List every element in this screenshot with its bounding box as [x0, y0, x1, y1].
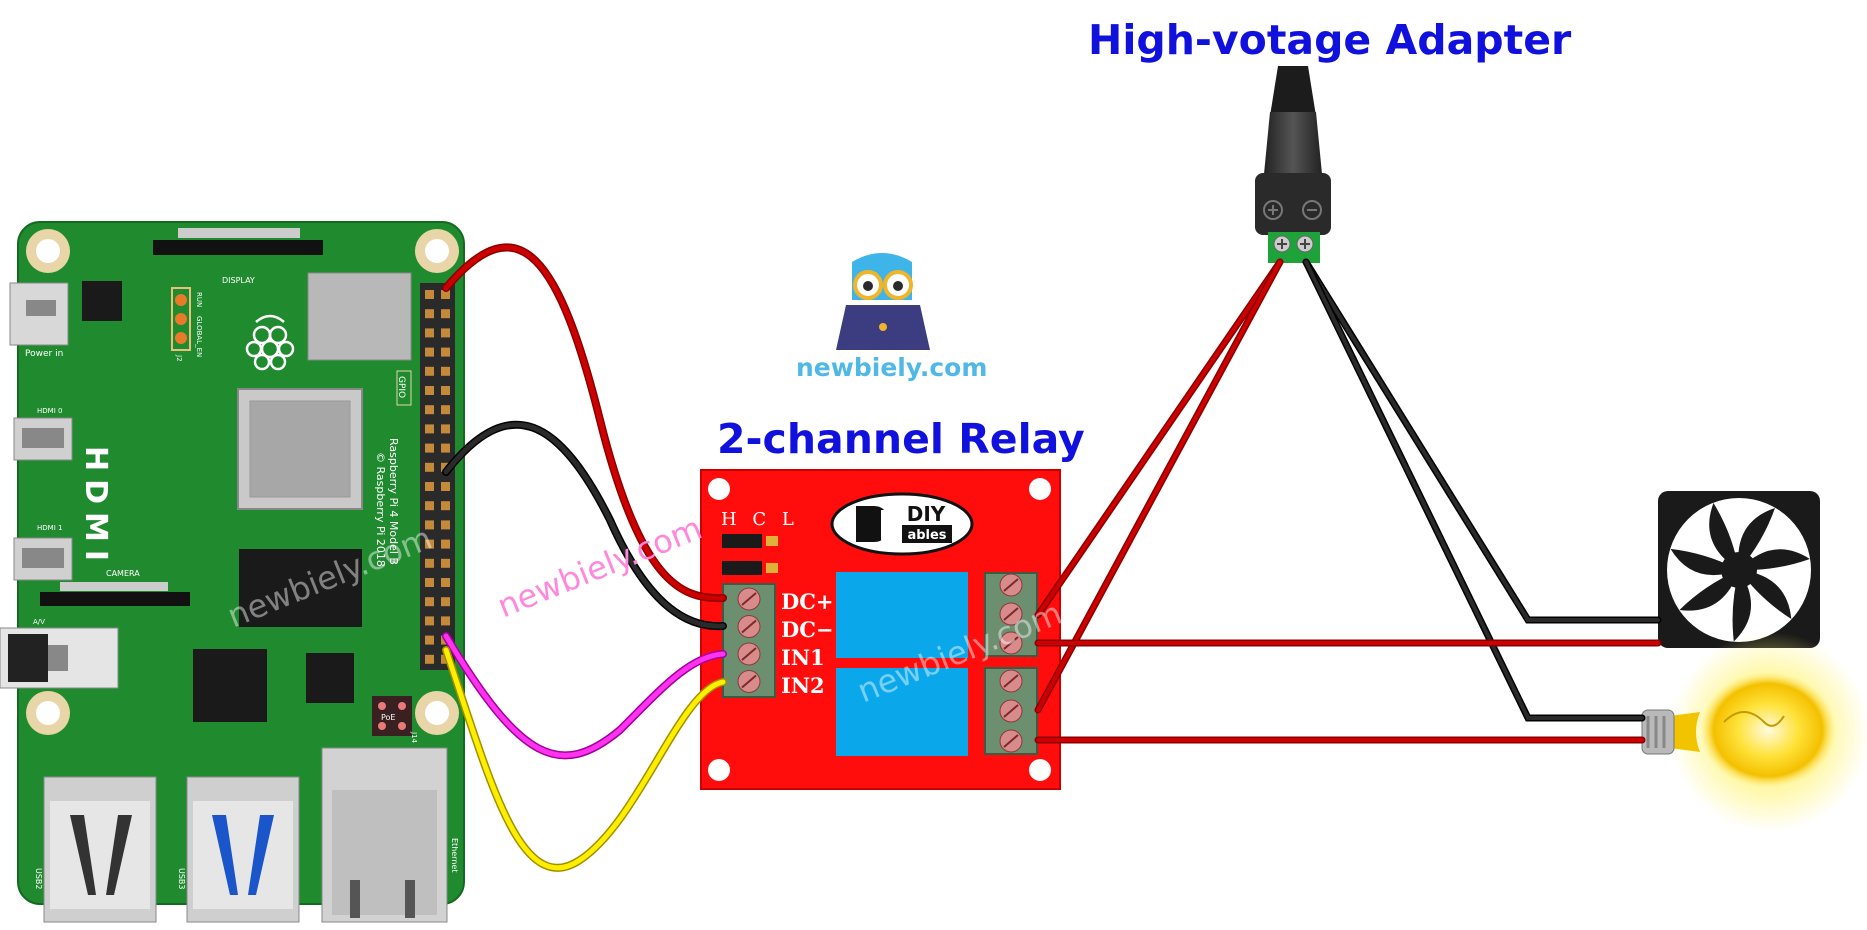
relay-cube-1: [836, 572, 968, 658]
gpio-pin: [441, 578, 450, 587]
gpio-pin: [441, 290, 450, 299]
usb3-port: [186, 776, 300, 923]
jumper-top: [722, 534, 762, 548]
gpio-pin: [441, 520, 450, 530]
gpio-pin: [441, 501, 450, 511]
j2-label: J2: [175, 354, 183, 362]
gpio-pin: [441, 309, 450, 319]
gpio-pin: [425, 616, 434, 626]
logo-text-top: DIY: [907, 502, 946, 526]
gpio-pin: [441, 405, 450, 415]
diyables-logo: [830, 492, 974, 556]
gpio-pin: [441, 328, 450, 338]
usb2-label: USB2: [34, 868, 43, 890]
gpio-pin: [425, 290, 434, 299]
pin-label-in1: IN1: [781, 645, 825, 670]
av-label: A/V: [33, 618, 45, 626]
gpio-pin: [441, 597, 450, 607]
gpio-pin: [425, 424, 434, 434]
wire-yellow-in2: [442, 646, 727, 872]
gpio-pin: [425, 558, 434, 568]
gpio-pin: [441, 386, 450, 395]
jumper-labels: H C L: [721, 509, 799, 530]
status-leds: [171, 287, 191, 351]
wires: [442, 243, 1662, 872]
j14-label: J14: [410, 731, 418, 744]
poe-label: PoE: [381, 713, 396, 722]
power-in-label: Power in: [25, 349, 63, 359]
wire-adapter-minus-fan: [1302, 258, 1662, 624]
gpio-pin: [441, 347, 450, 357]
fan: [1658, 491, 1820, 648]
wifi-module: [307, 272, 412, 361]
usb-controller-chip: [193, 649, 267, 722]
gpio-pin: [441, 482, 450, 491]
brand-site: newbiely.com: [796, 353, 988, 382]
camera-connector: [40, 592, 190, 606]
run-label: RUN: [195, 292, 203, 307]
display-label: DISPLAY: [222, 276, 255, 285]
gpio-pin: [425, 635, 434, 645]
gpio-pin: [441, 558, 450, 568]
dc-power-adapter: [1255, 66, 1331, 263]
wire-adapter-minus-bulb: [1302, 258, 1646, 722]
gpio-pin: [425, 366, 434, 376]
raspberry-pi-board: Power in DISPLAY HDMI 0 HDMI 1 CAMERA A/…: [0, 221, 465, 923]
poe-header: [372, 696, 412, 736]
mounting-holes: [26, 229, 459, 735]
plus-icon: [1263, 200, 1283, 220]
gpio-pin: [441, 443, 450, 453]
logo-text-bottom: ables: [907, 528, 946, 543]
gpio-pin: [441, 616, 450, 626]
gpio-pin: [441, 366, 450, 376]
gpio-pin: [425, 539, 434, 549]
ethernet-port: [321, 747, 448, 923]
raspberry-logo-icon: [245, 314, 295, 371]
usb2-port: [43, 776, 157, 923]
jumper-bottom: [722, 561, 762, 575]
gpio-pin: [425, 654, 434, 664]
ram-chip: [239, 549, 362, 627]
camera-label: CAMERA: [106, 569, 140, 578]
pin-label-in2: IN2: [781, 673, 825, 698]
model-line2: © Raspberry Pi 2018: [374, 452, 387, 567]
relay-title: 2-channel Relay: [717, 415, 1085, 463]
gpio-pin: [441, 424, 450, 434]
relay-module: DIY ables H C L DC+ DC− IN1 IN2: [700, 469, 1061, 790]
gpio-pin: [425, 405, 434, 415]
gpio-pin: [425, 328, 434, 338]
gpio-pin: [441, 539, 450, 549]
gpio-pin: [425, 386, 434, 395]
chip-small: [82, 281, 122, 321]
model-line1: Raspberry Pi 4 Model B: [387, 438, 400, 565]
hdmi-big-label: HDMI: [78, 446, 113, 569]
gpio-pin: [425, 501, 434, 511]
gpio-pin: [425, 443, 434, 453]
pin-label-dc-plus: DC+: [781, 589, 834, 614]
bulb-socket: [1641, 709, 1675, 755]
gpio-pin: [425, 597, 434, 607]
gpio-pin: [425, 462, 434, 472]
hdmi0-label: HDMI 0: [37, 407, 62, 415]
gpio-pin: [425, 578, 434, 587]
gpio-pin: [425, 482, 434, 491]
gpio-label: GPIO: [396, 376, 406, 398]
gpio-pin: [425, 309, 434, 319]
global-en-label: GLOBAL_EN: [195, 316, 203, 357]
newbiely-owl-logo: [836, 253, 930, 350]
light-bulb: [1641, 632, 1867, 832]
hdmi1-label: HDMI 1: [37, 524, 62, 532]
display-connector: [153, 240, 323, 255]
ethernet-label: Ethernet: [450, 838, 459, 872]
gpio-pin: [425, 520, 434, 530]
usb3-label: USB3: [177, 868, 186, 890]
minus-icon: [1302, 200, 1322, 220]
gpio-pin: [425, 347, 434, 357]
gpio-header: [420, 283, 455, 670]
pin-label-dc-minus: DC−: [781, 617, 834, 642]
adapter-title: High-votage Adapter: [1088, 16, 1572, 64]
relay-cube-2: [836, 668, 968, 756]
